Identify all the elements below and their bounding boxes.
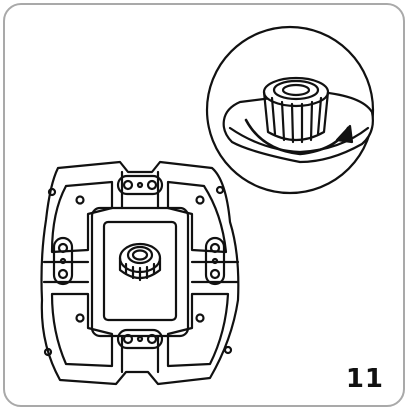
base-assembly [40, 160, 240, 386]
link-plate-right [204, 236, 226, 286]
detail-callout [205, 25, 375, 195]
link-plate-left [52, 236, 74, 286]
link-plate-bottom [116, 328, 164, 350]
step-number: 11 [345, 364, 384, 394]
link-plate-top [116, 174, 164, 196]
